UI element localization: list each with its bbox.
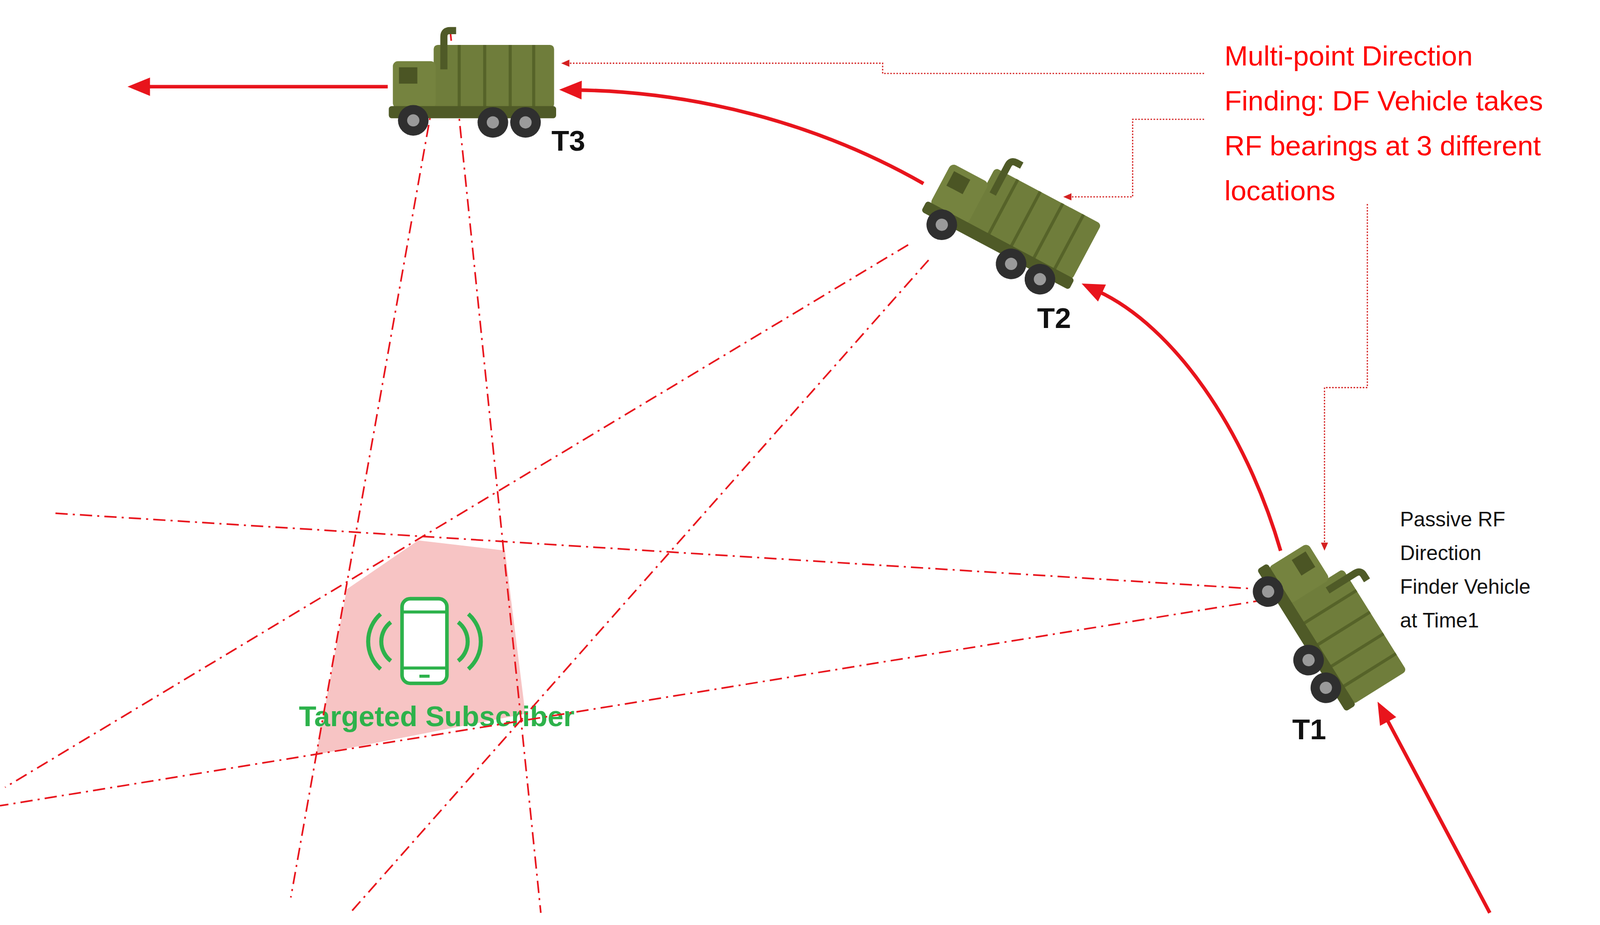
- leader-head: [1063, 193, 1072, 201]
- signal-wave: [368, 614, 382, 670]
- phone-body: [402, 599, 448, 684]
- phone-screen-edge: [402, 610, 448, 615]
- bearing-line: [0, 600, 1266, 807]
- time-label: T1: [1292, 713, 1327, 746]
- bearing-line: [5, 244, 909, 788]
- phone-button: [419, 675, 430, 679]
- bearing-lines: [0, 28, 1266, 914]
- phone-icon: [368, 599, 482, 684]
- route-arrow: [146, 84, 388, 89]
- callout-note: Multi-point Direction Finding: DF Vehicl…: [1224, 33, 1562, 214]
- target-label: Targeted Subscriber: [299, 701, 575, 734]
- bearing-line: [51, 513, 1266, 590]
- leader-line: [1324, 204, 1368, 544]
- route-arrow: [1097, 291, 1281, 551]
- bearing-line: [290, 28, 446, 898]
- signal-wave: [381, 622, 391, 662]
- time-label: T3: [551, 124, 586, 157]
- phone-screen-edge: [402, 667, 448, 671]
- signal-wave: [458, 622, 468, 662]
- truck-icon: [911, 133, 1110, 308]
- vehicle-position: T1: [1249, 550, 1409, 745]
- leader-line: [569, 63, 1204, 74]
- leader-head: [1321, 543, 1329, 551]
- vehicle-position: T2: [923, 158, 1082, 337]
- bearing-line: [449, 28, 541, 914]
- arrow-head: [1377, 702, 1397, 727]
- vehicle-position: T3: [392, 25, 559, 158]
- leader-line: [1071, 119, 1204, 198]
- leader-head: [561, 59, 570, 67]
- time-label: T2: [1037, 302, 1072, 335]
- arrow-head: [559, 80, 582, 100]
- vehicle-note: Passive RF Direction Finder Vehicle at T…: [1400, 502, 1539, 638]
- arrow-head: [1081, 283, 1107, 302]
- signal-wave: [468, 614, 482, 670]
- arrow-head: [127, 77, 150, 96]
- truck-icon: [388, 30, 557, 138]
- truck-icon: [1240, 523, 1421, 722]
- bearing-line: [352, 260, 929, 912]
- target-area: Targeted Subscriber: [285, 535, 592, 761]
- route-arrow: [577, 89, 924, 184]
- route-arrow: [1385, 717, 1490, 914]
